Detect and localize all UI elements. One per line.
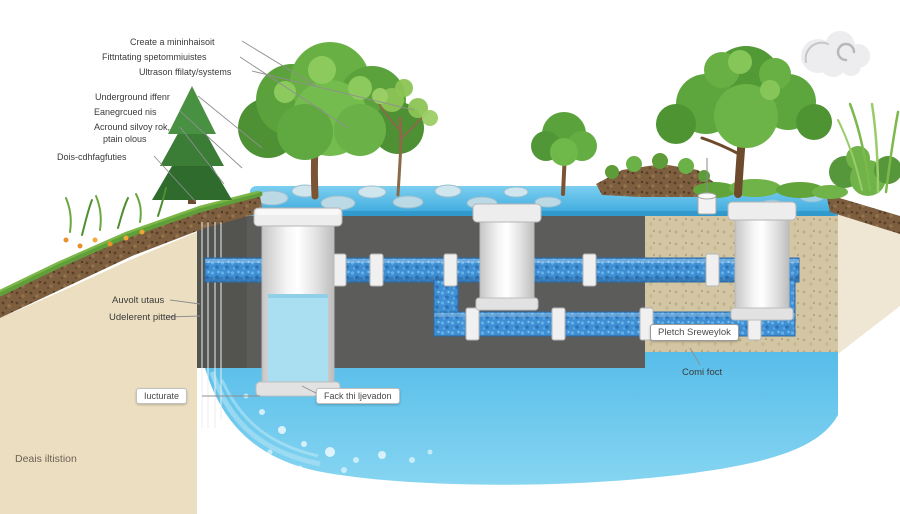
tree-large-left <box>238 42 424 200</box>
well-casing <box>253 207 343 397</box>
bubbles <box>243 393 433 473</box>
callout-fittntating: Fittntating spetommiuistes <box>102 52 207 62</box>
callout-acround: Acround silvoy rok, <box>94 122 171 132</box>
leader-lines <box>153 40 701 397</box>
tree-large-right <box>656 46 832 198</box>
surface-soil-middle <box>596 153 716 197</box>
right-cut-face <box>838 206 900 354</box>
caption-deais: Deais iltistion <box>15 453 77 465</box>
callout-auvolt: Auvolt utaus <box>112 295 165 306</box>
surface-valve <box>697 158 717 215</box>
tee-fitting-center <box>472 203 542 311</box>
callout-create: Create a mininhaisoit <box>130 37 215 47</box>
chip-iucturate: Iucturate <box>136 388 188 404</box>
chip-fack: Fack thi ljevadon <box>316 388 400 404</box>
grass-flowers-left <box>63 187 167 249</box>
tall-grass-right <box>837 102 900 194</box>
left-subsoil <box>0 232 197 514</box>
callout-ptain: ptain olous <box>103 134 147 144</box>
callout-underground: Underground iffenr <box>95 92 170 102</box>
callout-udelerent: Udelerent pitted <box>109 312 177 323</box>
callout-eanegrcued: Eanegrcued nis <box>94 107 157 117</box>
measure-lines <box>201 222 222 428</box>
callout-ultrason: Ultrason ffilaty/systems <box>139 67 232 77</box>
pine-tree <box>152 86 232 204</box>
aquifer-water <box>205 352 838 485</box>
callout-comi: Comi foct <box>682 367 723 378</box>
callout-dois: Dois-cdhfagfuties <box>57 152 127 162</box>
tree-small-center <box>531 112 597 196</box>
chip-pletch: Pletch Sreweylok <box>650 324 739 341</box>
fitting-right <box>727 201 797 321</box>
cloud-icon <box>801 31 870 77</box>
